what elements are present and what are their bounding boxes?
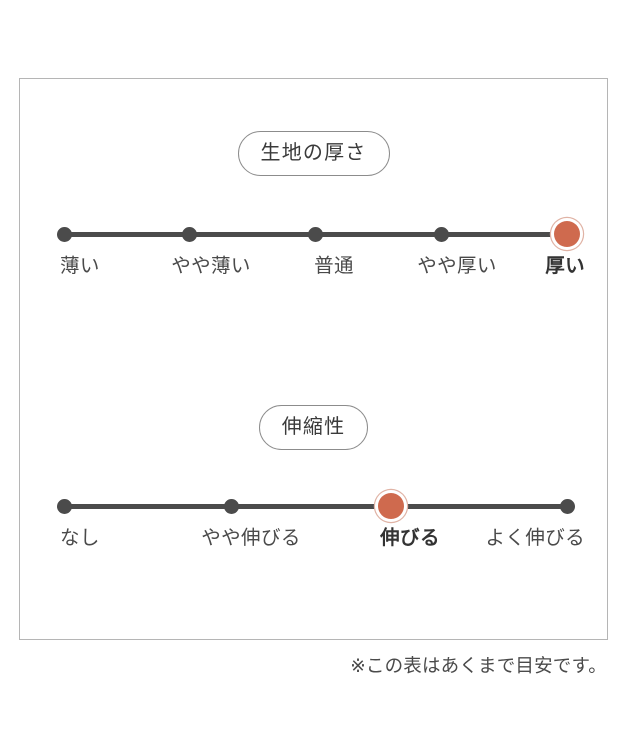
- scale-track-thickness: [56, 219, 580, 249]
- scale-dot-thickness-2[interactable]: [308, 226, 323, 242]
- scale-label-thickness-2: 普通: [314, 255, 354, 277]
- scale-labels-stretch: なし やや伸びる 伸びる よく伸びる: [20, 525, 607, 555]
- scale-dot-stretch-0[interactable]: [56, 498, 72, 514]
- scale-dot-thickness-4-active[interactable]: [554, 221, 580, 247]
- scale-label-stretch-3: よく伸びる: [485, 527, 585, 549]
- scale-thickness: 薄い やや薄い 普通 やや厚い 厚い: [20, 219, 607, 283]
- scale-dot-stretch-3[interactable]: [559, 498, 575, 514]
- scale-stretch: なし やや伸びる 伸びる よく伸びる: [20, 491, 607, 555]
- spec-card: 生地の厚さ 薄い やや薄い 普通 やや厚い 厚い 伸縮性: [19, 78, 608, 640]
- scale-dot-stretch-2-active[interactable]: [377, 493, 404, 519]
- section-badge-thickness: 生地の厚さ: [20, 131, 607, 176]
- scale-label-stretch-0: なし: [60, 527, 100, 549]
- scale-track-stretch: [56, 491, 575, 521]
- badge-label-stretch: 伸縮性: [258, 405, 369, 450]
- scale-label-stretch-1: やや伸びる: [201, 527, 301, 549]
- scale-label-thickness-0: 薄い: [60, 255, 100, 277]
- badge-label-thickness: 生地の厚さ: [237, 131, 390, 176]
- scale-dot-thickness-3[interactable]: [433, 226, 449, 242]
- scale-label-thickness-4-active: 厚い: [545, 255, 585, 277]
- footnote-disclaimer: ※この表はあくまで目安です。: [350, 655, 607, 676]
- track-line: [64, 504, 567, 509]
- scale-dot-stretch-1[interactable]: [224, 498, 240, 514]
- scale-label-thickness-1: やや薄い: [171, 255, 251, 277]
- scale-dot-thickness-0[interactable]: [56, 226, 72, 242]
- scale-label-thickness-3: やや厚い: [417, 255, 497, 277]
- scale-dot-thickness-1[interactable]: [182, 226, 198, 242]
- scale-labels-thickness: 薄い やや薄い 普通 やや厚い 厚い: [20, 253, 607, 283]
- section-badge-stretch: 伸縮性: [20, 405, 607, 450]
- scale-label-stretch-2-active: 伸びる: [380, 527, 440, 549]
